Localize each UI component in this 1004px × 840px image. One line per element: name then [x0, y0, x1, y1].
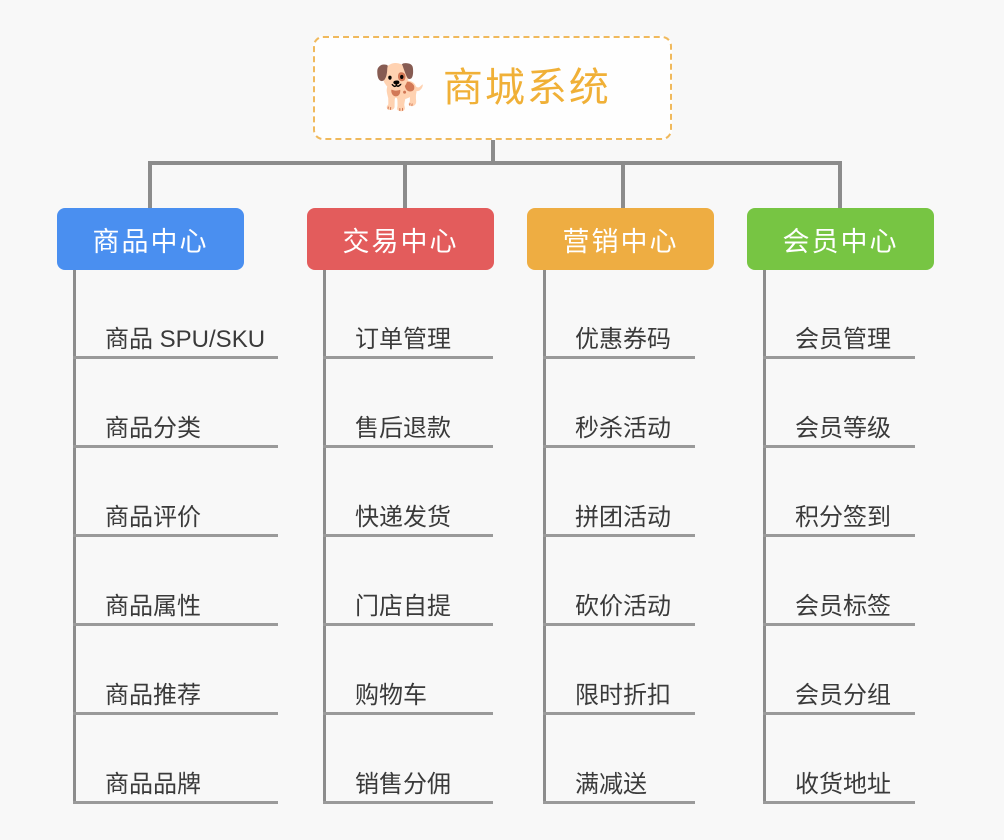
connector-drop-trade-center: [403, 161, 407, 209]
leaf-item[interactable]: 商品分类: [73, 359, 278, 448]
leaf-item-label: 订单管理: [355, 325, 451, 353]
leaf-item[interactable]: 订单管理: [323, 270, 494, 359]
leaf-item[interactable]: 会员管理: [763, 270, 934, 359]
leaf-list-trade-center: 订单管理售后退款快递发货门店自提购物车销售分佣: [323, 270, 494, 804]
leaf-list-marketing-center: 优惠券码秒杀活动拼团活动砍价活动限时折扣满减送: [543, 270, 714, 804]
leaf-item-label: 商品分类: [105, 414, 201, 442]
leaf-item-label: 砍价活动: [575, 592, 671, 620]
leaf-item-label: 满减送: [575, 770, 647, 798]
leaf-item-label: 销售分佣: [355, 770, 451, 798]
leaf-item-label: 售后退款: [355, 414, 451, 442]
leaf-item[interactable]: 售后退款: [323, 359, 494, 448]
leaf-item-label: 优惠券码: [575, 325, 671, 353]
leaf-item[interactable]: 购物车: [323, 626, 494, 715]
category-header-product-center[interactable]: 商品中心: [57, 208, 244, 270]
connector-spine-member-center: [763, 270, 766, 804]
leaf-item-label: 商品 SPU/SKU: [105, 325, 266, 353]
leaf-item-label: 秒杀活动: [575, 414, 671, 442]
category-header-marketing-center[interactable]: 营销中心: [527, 208, 714, 270]
leaf-item[interactable]: 砍价活动: [543, 537, 714, 626]
column-member-center: 会员中心会员管理会员等级积分签到会员标签会员分组收货地址: [747, 208, 934, 804]
connector-root-stem: [491, 140, 495, 164]
leaf-item-label: 商品评价: [105, 503, 201, 531]
leaf-list-product-center: 商品 SPU/SKU 商品分类商品评价商品属性商品推荐商品品牌: [73, 270, 278, 804]
leaf-item-label: 限时折扣: [575, 681, 671, 709]
connector-drop-marketing-center: [621, 161, 625, 209]
leaf-item-label: 快递发货: [355, 503, 451, 531]
leaf-item-label: 会员管理: [795, 325, 891, 353]
connector-horizontal-bus: [148, 161, 840, 165]
leaf-item[interactable]: 拼团活动: [543, 448, 714, 537]
shiba-dog-face-icon: 🐕: [374, 63, 429, 112]
leaf-item-label: 会员标签: [795, 592, 891, 620]
column-marketing-center: 营销中心优惠券码秒杀活动拼团活动砍价活动限时折扣满减送: [527, 208, 714, 804]
root-node-title: 商城系统: [442, 66, 611, 110]
leaf-item[interactable]: 收货地址: [763, 715, 934, 804]
connector-spine-marketing-center: [543, 270, 546, 804]
leaf-item[interactable]: 商品属性: [73, 537, 278, 626]
leaf-item-label: 会员等级: [795, 414, 891, 442]
leaf-item[interactable]: 门店自提: [323, 537, 494, 626]
leaf-item[interactable]: 商品推荐: [73, 626, 278, 715]
connector-spine-trade-center: [323, 270, 326, 804]
leaf-item[interactable]: 限时折扣: [543, 626, 714, 715]
category-header-trade-center[interactable]: 交易中心: [307, 208, 494, 270]
leaf-item-label: 商品品牌: [105, 770, 201, 798]
leaf-item[interactable]: 会员分组: [763, 626, 934, 715]
leaf-item-label: 拼团活动: [575, 503, 671, 531]
leaf-item[interactable]: 销售分佣: [323, 715, 494, 804]
leaf-item-label: 门店自提: [355, 592, 451, 620]
leaf-item-label: 商品属性: [105, 592, 201, 620]
leaf-item-label: 积分签到: [795, 503, 891, 531]
leaf-item[interactable]: 秒杀活动: [543, 359, 714, 448]
leaf-list-member-center: 会员管理会员等级积分签到会员标签会员分组收货地址: [763, 270, 934, 804]
leaf-item[interactable]: 商品 SPU/SKU: [73, 270, 278, 359]
leaf-item[interactable]: 会员等级: [763, 359, 934, 448]
leaf-item[interactable]: 快递发货: [323, 448, 494, 537]
category-header-member-center[interactable]: 会员中心: [747, 208, 934, 270]
leaf-item-label: 会员分组: [795, 681, 891, 709]
leaf-item-label: 购物车: [355, 681, 427, 709]
connector-drop-member-center: [838, 161, 842, 209]
connector-spine-product-center: [73, 270, 76, 804]
leaf-item-label: 收货地址: [795, 770, 891, 798]
leaf-item[interactable]: 满减送: [543, 715, 714, 804]
connector-drop-product-center: [148, 161, 152, 209]
root-node-shopping-mall-system[interactable]: 🐕 商城系统: [313, 36, 672, 140]
leaf-item[interactable]: 商品评价: [73, 448, 278, 537]
leaf-item[interactable]: 会员标签: [763, 537, 934, 626]
leaf-item[interactable]: 优惠券码: [543, 270, 714, 359]
column-product-center: 商品中心商品 SPU/SKU 商品分类商品评价商品属性商品推荐商品品牌: [57, 208, 278, 804]
column-trade-center: 交易中心订单管理售后退款快递发货门店自提购物车销售分佣: [307, 208, 494, 804]
leaf-item[interactable]: 积分签到: [763, 448, 934, 537]
leaf-item[interactable]: 商品品牌: [73, 715, 278, 804]
leaf-item-label: 商品推荐: [105, 681, 201, 709]
